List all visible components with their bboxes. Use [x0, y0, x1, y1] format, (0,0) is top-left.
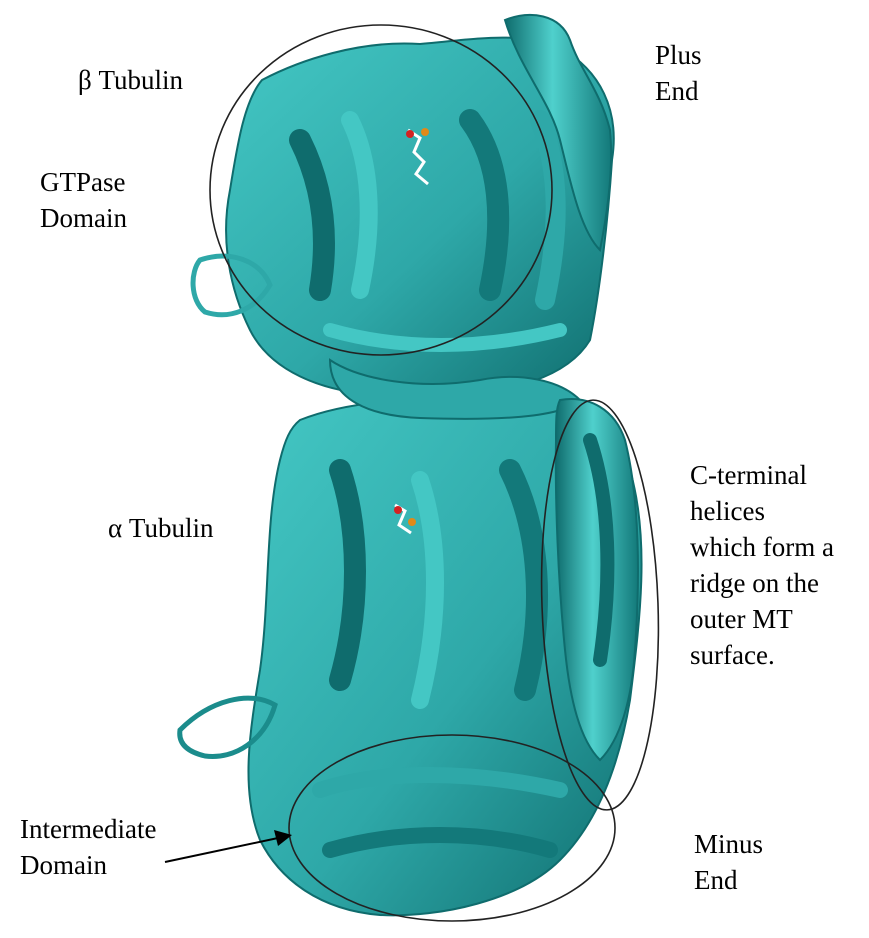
beta-tubulin-label: β Tubulin	[78, 62, 183, 98]
gtpase-domain-line: Domain	[40, 200, 127, 236]
intermediate-domain-line: Intermediate	[20, 811, 156, 847]
arrow-shaft	[165, 838, 278, 862]
alpha-tubulin-label: α Tubulin	[108, 510, 213, 546]
plus-end-line: Plus	[655, 37, 702, 73]
intermediate-domain-line: Domain	[20, 847, 156, 883]
beta-symbol: β	[78, 65, 92, 95]
c-terminal-line: surface.	[690, 637, 834, 673]
c-terminal-line: which form a	[690, 529, 834, 565]
ligand-phosphate	[408, 518, 416, 526]
c-terminal-line: C-terminal	[690, 457, 834, 493]
plus-end-line: End	[655, 73, 702, 109]
c-terminal-line: ridge on the	[690, 565, 834, 601]
plus-end-label: Plus End	[655, 37, 702, 109]
ligand-oxygen	[406, 130, 414, 138]
intermediate-domain-label: Intermediate Domain	[20, 811, 156, 883]
minus-end-label: Minus End	[694, 826, 763, 898]
gtpase-domain-label: GTPase Domain	[40, 164, 127, 236]
c-terminal-line: helices	[690, 493, 834, 529]
ligand-oxygen	[394, 506, 402, 514]
alpha-symbol: α	[108, 513, 122, 543]
alpha-tubulin-name: Tubulin	[129, 513, 214, 543]
beta-tubulin-name: Tubulin	[99, 65, 184, 95]
ligand-phosphate	[421, 128, 429, 136]
minus-end-line: End	[694, 862, 763, 898]
gtpase-domain-line: GTPase	[40, 164, 127, 200]
c-terminal-helices-label: C-terminal helices which form a ridge on…	[690, 457, 834, 673]
minus-end-line: Minus	[694, 826, 763, 862]
c-terminal-line: outer MT	[690, 601, 834, 637]
